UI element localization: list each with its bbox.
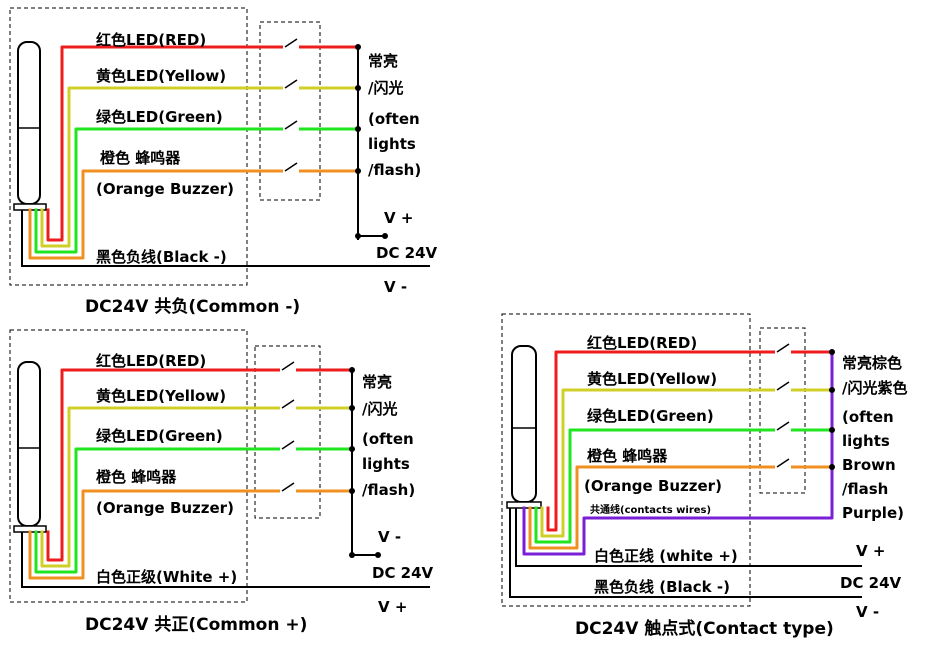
orange-wire xyxy=(28,489,354,580)
voltage-dc: DC 24V xyxy=(372,564,434,582)
voltage-top: V + xyxy=(856,542,885,560)
green-label: 绿色LED(Green) xyxy=(587,407,714,425)
state-label: 常亮 xyxy=(368,52,398,70)
green-wire xyxy=(34,447,354,574)
state-label: lights xyxy=(362,455,410,473)
black-label: 黑色负线(Black -) xyxy=(96,248,227,266)
state-label: /闪光紫色 xyxy=(842,379,907,397)
tower-light-icon xyxy=(13,361,47,533)
contacts-wire xyxy=(522,350,834,556)
orange-label: 橙色 蜂鸣器 xyxy=(96,468,177,486)
orange-label-en: (Orange Buzzer) xyxy=(96,180,234,198)
state-label: lights xyxy=(842,432,890,450)
panel-common-positive: 红色LED(RED) 黄色LED(Yellow) 绿色LED(Green) 橙色… xyxy=(9,329,434,635)
panel-contact-type: 红色LED(RED) 黄色LED(Yellow) 绿色LED(Green) 橙色… xyxy=(501,313,907,639)
state-label: 常亮 xyxy=(362,373,392,391)
state-label: Purple) xyxy=(842,504,904,522)
yellow-label: 黄色LED(Yellow) xyxy=(96,67,226,85)
switches xyxy=(284,38,298,172)
tower-light-icon xyxy=(13,41,47,211)
yellow-label: 黄色LED(Yellow) xyxy=(587,370,717,388)
state-label: (often xyxy=(842,408,894,426)
panel-caption: DC24V 共负(Common -) xyxy=(85,296,300,317)
voltage-dc: DC 24V xyxy=(376,244,438,262)
state-label: Brown xyxy=(842,456,896,474)
state-label: /flash xyxy=(842,480,888,498)
panel-caption: DC24V 触点式(Contact type) xyxy=(575,618,834,639)
tower-light-box xyxy=(9,329,248,603)
black-wire xyxy=(509,508,862,598)
green-wire xyxy=(534,428,834,544)
white-label: 白色正级(White +) xyxy=(96,568,237,586)
switch-box xyxy=(759,327,806,494)
orange-label-en: (Orange Buzzer) xyxy=(96,499,234,517)
orange-label: 橙色 蜂鸣器 xyxy=(100,149,181,167)
tower-light-icon xyxy=(506,345,542,509)
yellow-wire xyxy=(40,406,354,568)
red-wire xyxy=(46,368,354,562)
black-label: 黑色负线 (Black -) xyxy=(594,578,730,596)
state-label: (often xyxy=(362,430,414,448)
voltage-top: V + xyxy=(384,209,413,227)
yellow-wire xyxy=(40,86,360,248)
contacts-label: 共通线(contacts wires) xyxy=(590,503,711,516)
tower-light-box xyxy=(501,313,751,607)
state-label: (often xyxy=(368,110,420,128)
voltage-top: V - xyxy=(378,528,401,546)
black-wire xyxy=(21,210,430,267)
state-label: /闪光 xyxy=(368,79,403,97)
state-label: lights xyxy=(368,135,416,153)
voltage-bottom: V + xyxy=(378,598,407,616)
switches xyxy=(281,361,295,492)
panel-caption: DC24V 共正(Common +) xyxy=(85,615,307,635)
red-wire xyxy=(46,45,360,242)
red-wire xyxy=(546,350,834,532)
voltage-dc: DC 24V xyxy=(840,574,902,592)
white-wire xyxy=(21,532,430,588)
state-label: /flash) xyxy=(368,161,421,179)
orange-wire xyxy=(28,169,360,260)
switch-box xyxy=(259,21,321,201)
state-label: 常亮棕色 xyxy=(842,354,902,372)
green-wire xyxy=(34,127,360,254)
state-label: /闪光 xyxy=(362,400,397,418)
green-label: 绿色LED(Green) xyxy=(96,108,223,126)
state-label: /flash) xyxy=(362,481,415,499)
voltage-bottom: V - xyxy=(856,603,879,621)
orange-label-en: (Orange Buzzer) xyxy=(584,477,722,495)
white-label: 白色正线 (white +) xyxy=(594,547,738,565)
voltage-bottom: V - xyxy=(384,278,407,296)
orange-wire xyxy=(528,465,834,550)
red-label: 红色LED(RED) xyxy=(96,31,206,49)
panel-common-negative: 红色LED(RED) 黄色LED(Yellow) 绿色LED(Green) 橙色… xyxy=(9,7,438,317)
red-label: 红色LED(RED) xyxy=(96,352,206,370)
switches xyxy=(776,343,790,468)
switch-box xyxy=(254,345,321,519)
red-label: 红色LED(RED) xyxy=(587,334,697,352)
orange-label: 橙色 蜂鸣器 xyxy=(587,447,668,465)
white-wire xyxy=(515,508,862,567)
tower-light-box xyxy=(9,7,248,286)
green-label: 绿色LED(Green) xyxy=(96,427,223,445)
yellow-wire xyxy=(540,388,834,538)
yellow-label: 黄色LED(Yellow) xyxy=(96,387,226,405)
